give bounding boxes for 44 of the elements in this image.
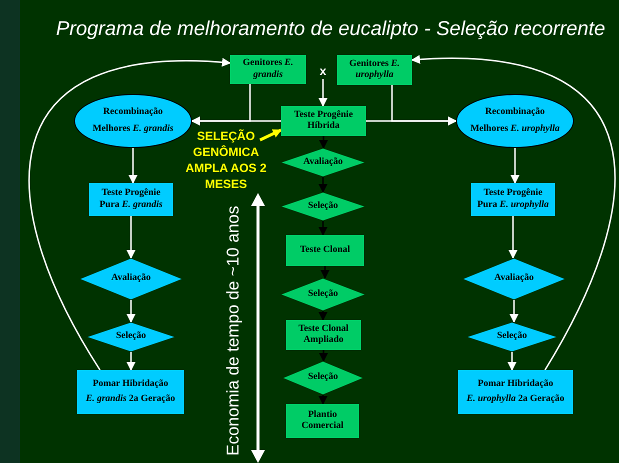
process-box: Teste Progênie Híbrida <box>281 106 366 136</box>
arrow <box>508 216 518 259</box>
decision-diamond: Seleção <box>280 192 366 221</box>
process-box: Teste Clonal <box>286 235 364 266</box>
arrow <box>191 116 281 126</box>
arrow <box>510 148 520 184</box>
feedback-arrow <box>28 58 231 370</box>
arrow <box>126 352 136 371</box>
process-ellipse: Recombinação Melhores E. urophylla <box>456 94 574 148</box>
cross-symbol: x <box>316 63 330 79</box>
decision-diamond: Seleção <box>86 322 176 352</box>
process-box: Genitores E. urophylla <box>337 55 412 85</box>
arrow <box>318 311 328 321</box>
decision-diamond: Avaliação <box>79 258 183 300</box>
arrow <box>318 177 328 193</box>
process-box: Pomar Hibridação E. grandis 2a Geração <box>77 370 184 414</box>
decision-diamond: Seleção <box>466 322 558 352</box>
arrow <box>320 266 330 279</box>
arrow <box>318 79 328 107</box>
arrow <box>366 116 457 126</box>
arrow <box>508 352 516 371</box>
decision-diamond: Avaliação <box>462 258 566 300</box>
process-box: Genitores E. grandis <box>230 55 306 84</box>
arrow <box>128 148 138 184</box>
arrow <box>259 128 282 142</box>
decision-diamond: Seleção <box>282 361 364 395</box>
arrow <box>318 221 328 236</box>
arrow <box>126 300 136 323</box>
title: Programa de melhoramento de eucalipto - Seleção recorrente <box>56 17 606 42</box>
process-ellipse: Recombinação Melhores E. grandis <box>74 94 192 148</box>
arrow <box>318 395 328 405</box>
arrow <box>510 300 518 323</box>
arrow <box>319 350 328 362</box>
process-box: Teste Progênie Pura E. grandis <box>89 183 173 216</box>
process-box: Teste Clonal Ampliado <box>286 320 361 350</box>
arrow <box>319 136 328 149</box>
process-box: Plantio Comercial <box>286 404 359 438</box>
time-label: Economia de tempo de ~10 anos <box>222 206 244 456</box>
feedback-arrow <box>411 55 616 370</box>
decision-diamond: Avaliação <box>280 148 366 177</box>
decision-diamond: Seleção <box>280 278 366 311</box>
process-box: Teste Progênie Pura E. urophylla <box>471 183 555 216</box>
process-box: Pomar Hibridação E. urophylla 2a Geração <box>458 370 573 414</box>
arrow <box>126 216 136 259</box>
